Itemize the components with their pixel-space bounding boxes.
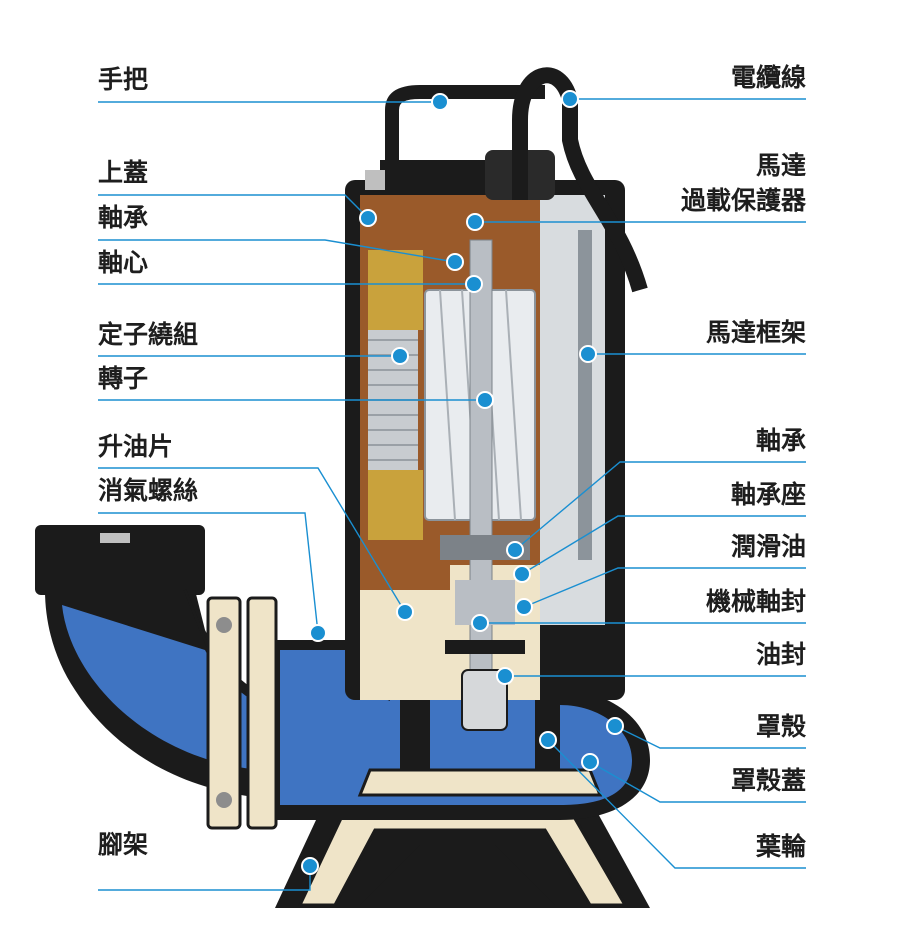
label-shaft: 軸心 [98,248,149,277]
top-cover-handle [365,67,648,293]
label-bearing-seat: 軸承座 [730,480,806,509]
label-top-cover: 上蓋 [98,158,149,187]
stator-windings [368,250,423,540]
label-casing: 罩殼 [755,712,806,741]
label-motor-frame: 馬達框架 [705,318,806,347]
label-rotor: 轉子 [98,364,149,393]
callout-dots [301,90,624,875]
label-casing-cover: 罩殼蓋 [730,766,806,795]
label-oil-lifter: 升油片 [98,432,174,461]
label-bearing-upper: 軸承 [98,203,149,232]
label-impeller: 葉輪 [755,832,806,861]
label-bearing-lower: 軸承 [755,426,806,455]
leader-lines [98,98,806,891]
label-handle: 手把 [98,65,149,94]
label-stator-winding: 定子繞組 [98,320,199,349]
label-power-cable: 電纜線 [730,63,806,92]
label-lube-oil: 潤滑油 [730,532,806,561]
label-mechanical-seal: 機械軸封 [705,587,806,616]
label-air-vent-screw: 消氣螺絲 [98,476,199,505]
pipe-flanges [206,596,278,830]
label-base-stand: 腳架 [98,830,149,859]
label-overload-protector-2: 過載保護器 [680,186,806,215]
label-oil-seal: 油封 [755,640,806,669]
label-overload-protector-1: 馬達 [755,151,806,180]
